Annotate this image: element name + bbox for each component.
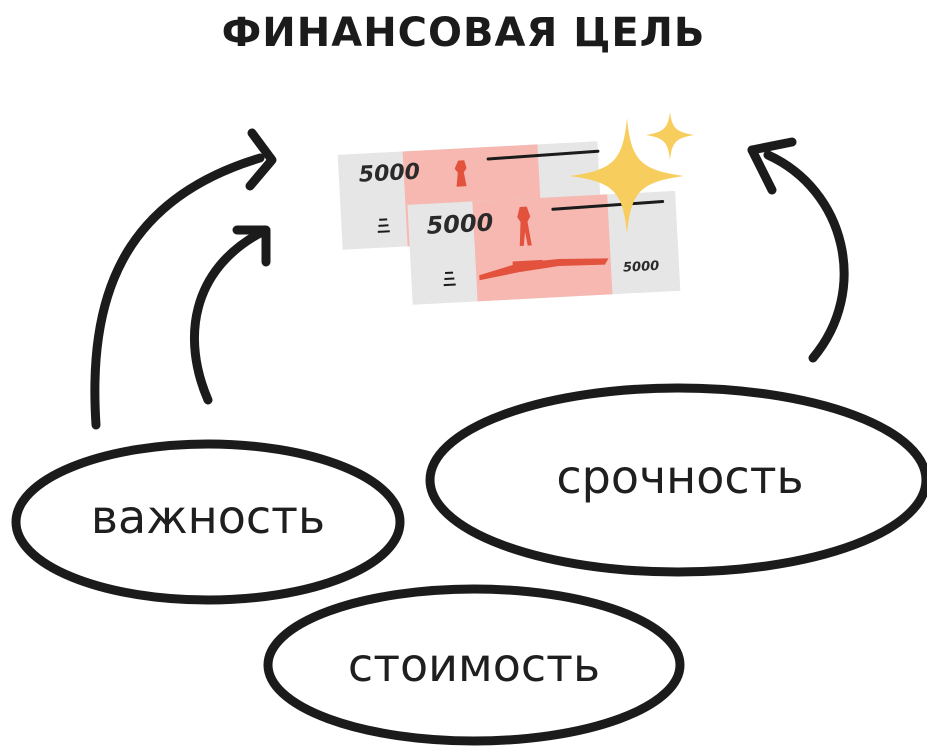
ellipse-importance [11,439,405,605]
page-title: ФИНАНСОВАЯ ЦЕЛЬ [221,10,706,56]
banknote-front-line [551,200,665,211]
sparkle-large-icon [570,118,684,234]
sparkle-small-icon [646,112,694,160]
banknote-front-small-denomination: 5000 [623,259,660,276]
banknote-front: 5000 5000 [407,190,681,305]
banknote-back-denomination: 5000 [358,160,420,188]
monument-pedestal [512,259,543,270]
banknote-back-line [486,149,600,161]
label-cost: стоимость [348,638,600,692]
label-importance: важность [91,490,325,544]
label-urgency: срочность [556,450,803,504]
arrow-outer-left [90,128,277,430]
arrow-right [747,137,849,363]
banknote-front-emblem [443,271,456,287]
monument-figure-back [454,160,467,187]
banknote-front-pink-area [472,194,613,302]
banknotes-illustration: 5000 5000 5000 [337,112,694,305]
monument-figure-front [517,206,532,247]
ellipse-cost [263,584,685,746]
ship-shape [479,258,609,281]
ellipse-urgency [425,383,927,577]
banknote-front-denomination: 5000 [426,208,494,239]
arrow-inner-left [189,225,271,405]
banknote-back-emblem [377,218,390,233]
